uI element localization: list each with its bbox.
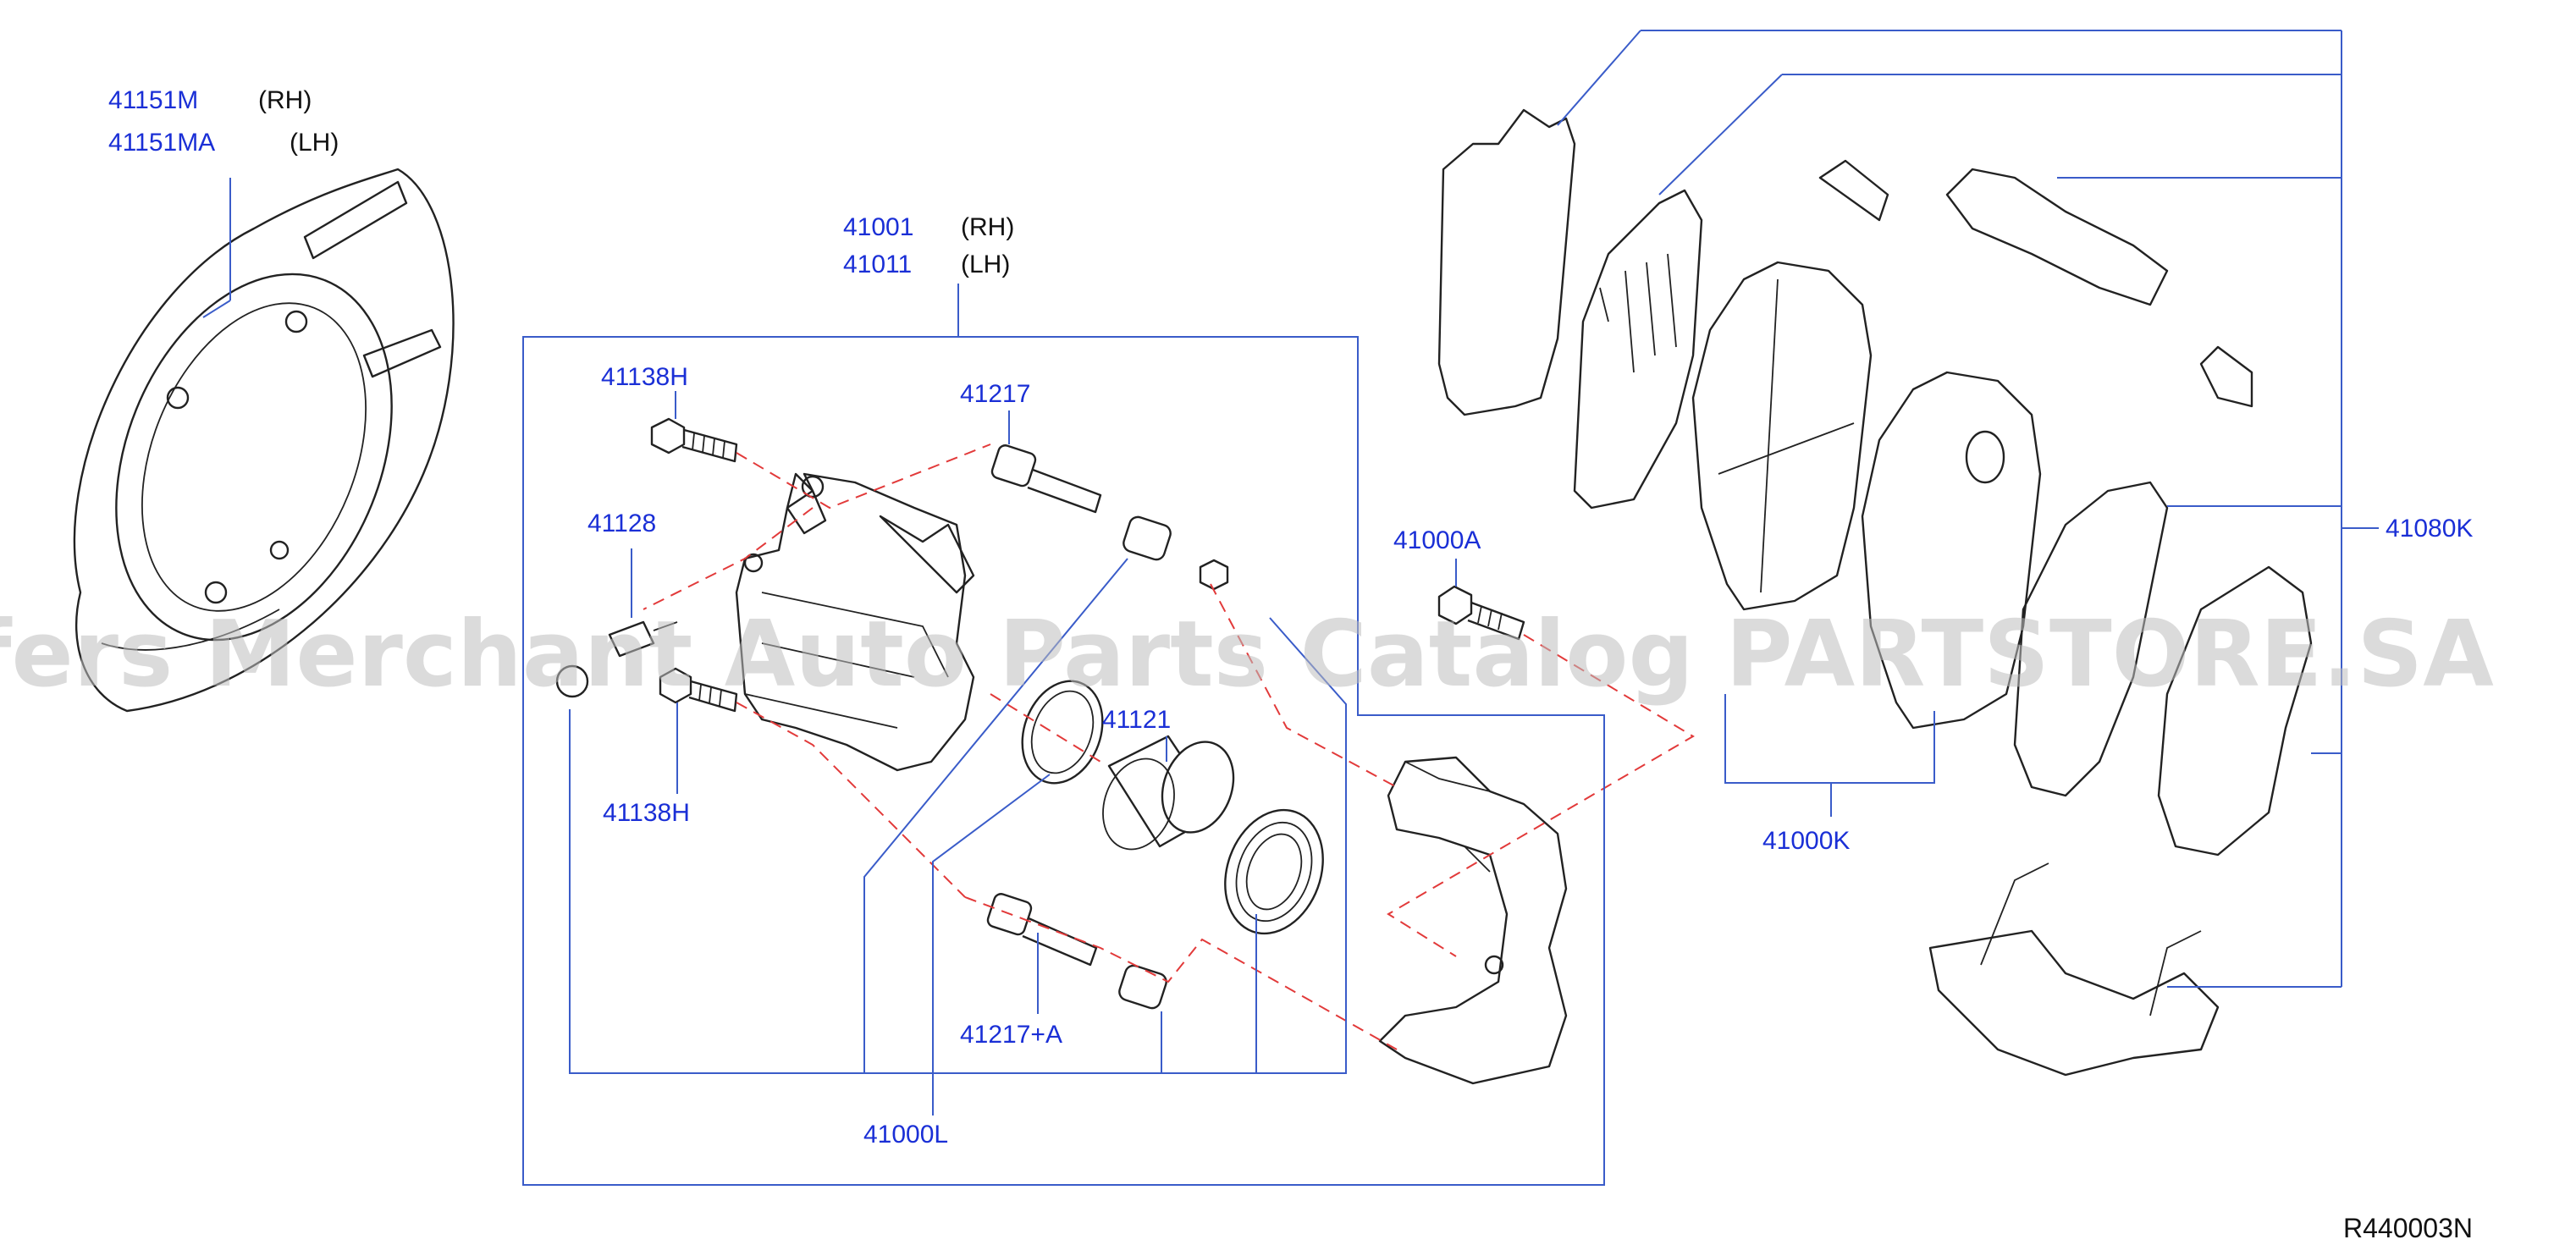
label-41121[interactable]: 41121 <box>1102 706 1171 734</box>
clip-lower-drawing <box>1928 862 2220 1077</box>
label-41151M-side: (RH) <box>258 86 312 114</box>
dashed-guide-lines <box>643 443 1695 1050</box>
mount-bolt-drawing <box>1437 585 1525 641</box>
label-41001-side: (RH) <box>961 213 1014 241</box>
bleeder-screw-drawing <box>555 620 678 698</box>
label-41001[interactable]: 41001 <box>843 213 913 241</box>
label-41151MA-side: (LH) <box>290 129 339 157</box>
label-41000A[interactable]: 41000A <box>1393 526 1481 554</box>
label-41011-side: (LH) <box>961 251 1010 278</box>
piston-seal-drawing <box>1021 680 1104 785</box>
piston-drawing <box>1102 735 1235 851</box>
shim-right-drawing <box>2013 481 2313 857</box>
brake-pad-outer-drawing <box>1691 261 1873 611</box>
clip-upper-drawing <box>1818 159 2253 408</box>
label-41217A[interactable]: 41217+A <box>960 1021 1062 1049</box>
caliper-bracket-drawing <box>1378 756 1568 1085</box>
label-41217[interactable]: 41217 <box>960 380 1030 408</box>
bolt-upper-drawing <box>650 417 738 463</box>
label-41151MA[interactable]: 41151MA <box>108 129 215 157</box>
leader-lines <box>202 30 2379 1186</box>
guide-pin-upper-drawing <box>990 444 1229 591</box>
part-labels: 41151M (RH) 41151MA (LH) 41001 (RH) 4101… <box>108 86 2473 1149</box>
caliper-body-drawing <box>735 472 975 772</box>
label-41151M[interactable]: 41151M <box>108 86 198 114</box>
watermark-text: Offers Merchant Auto Parts Catalog PARTS… <box>0 602 2494 708</box>
bolt-lower-drawing <box>659 667 738 713</box>
shim-outer-drawing <box>1437 108 1576 416</box>
label-41080K[interactable]: 41080K <box>2386 515 2473 543</box>
label-41138H-lower[interactable]: 41138H <box>603 799 690 827</box>
label-41000L[interactable]: 41000L <box>863 1121 948 1149</box>
label-41011[interactable]: 41011 <box>843 251 912 278</box>
label-41138H-upper[interactable]: 41138H <box>601 363 688 391</box>
label-41000K[interactable]: 41000K <box>1762 827 1850 855</box>
dust-boot-drawing <box>1224 808 1324 935</box>
brake-pad-inner-drawing <box>1861 371 2042 730</box>
guide-pin-lower-drawing <box>986 893 1167 1010</box>
dust-shield-drawing <box>73 168 455 713</box>
shim-inner-drawing <box>1573 189 1703 510</box>
label-41128[interactable]: 41128 <box>587 510 656 537</box>
reference-code: R440003N <box>2343 1213 2473 1243</box>
